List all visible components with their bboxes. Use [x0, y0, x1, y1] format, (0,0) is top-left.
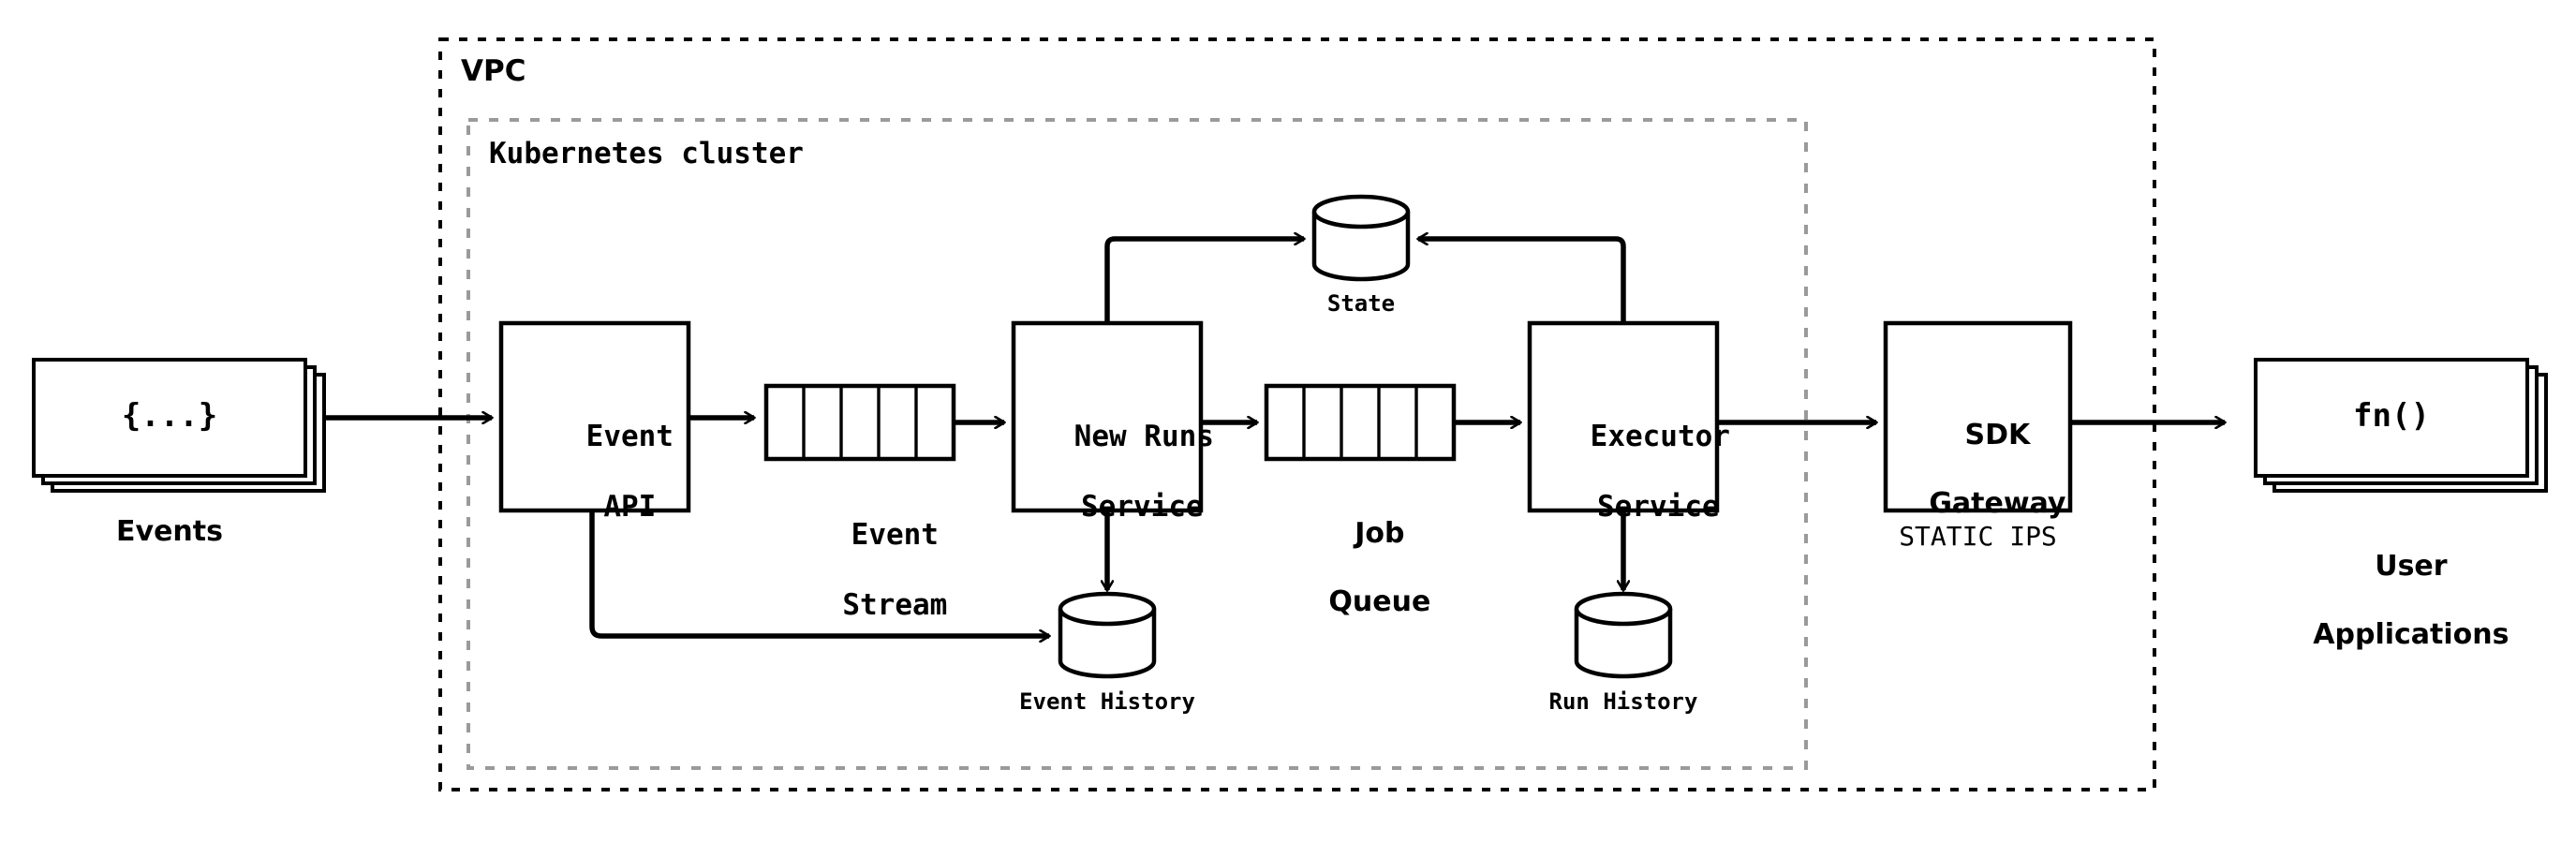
events-stack-shape	[32, 358, 326, 493]
event-history-cylinder-shape	[1058, 591, 1157, 679]
edge-new-runs-to-state	[1104, 239, 1304, 323]
new-runs-service-shape	[1011, 320, 1204, 513]
kubernetes-cluster-boundary	[466, 118, 1808, 770]
sdk-gateway-shape	[1883, 320, 2073, 513]
edge-event-api-to-event-history	[589, 510, 1049, 636]
user-applications-stack-shape	[2254, 358, 2548, 493]
event-stream-shape	[763, 383, 956, 462]
run-history-cylinder-shape	[1574, 591, 1673, 679]
event-api-shape	[498, 320, 691, 513]
edge-executor-to-state	[1418, 239, 1626, 323]
state-cylinder-shape	[1311, 194, 1411, 282]
job-queue-shape	[1264, 383, 1457, 462]
vpc-boundary	[438, 37, 2156, 791]
executor-service-shape	[1527, 320, 1720, 513]
